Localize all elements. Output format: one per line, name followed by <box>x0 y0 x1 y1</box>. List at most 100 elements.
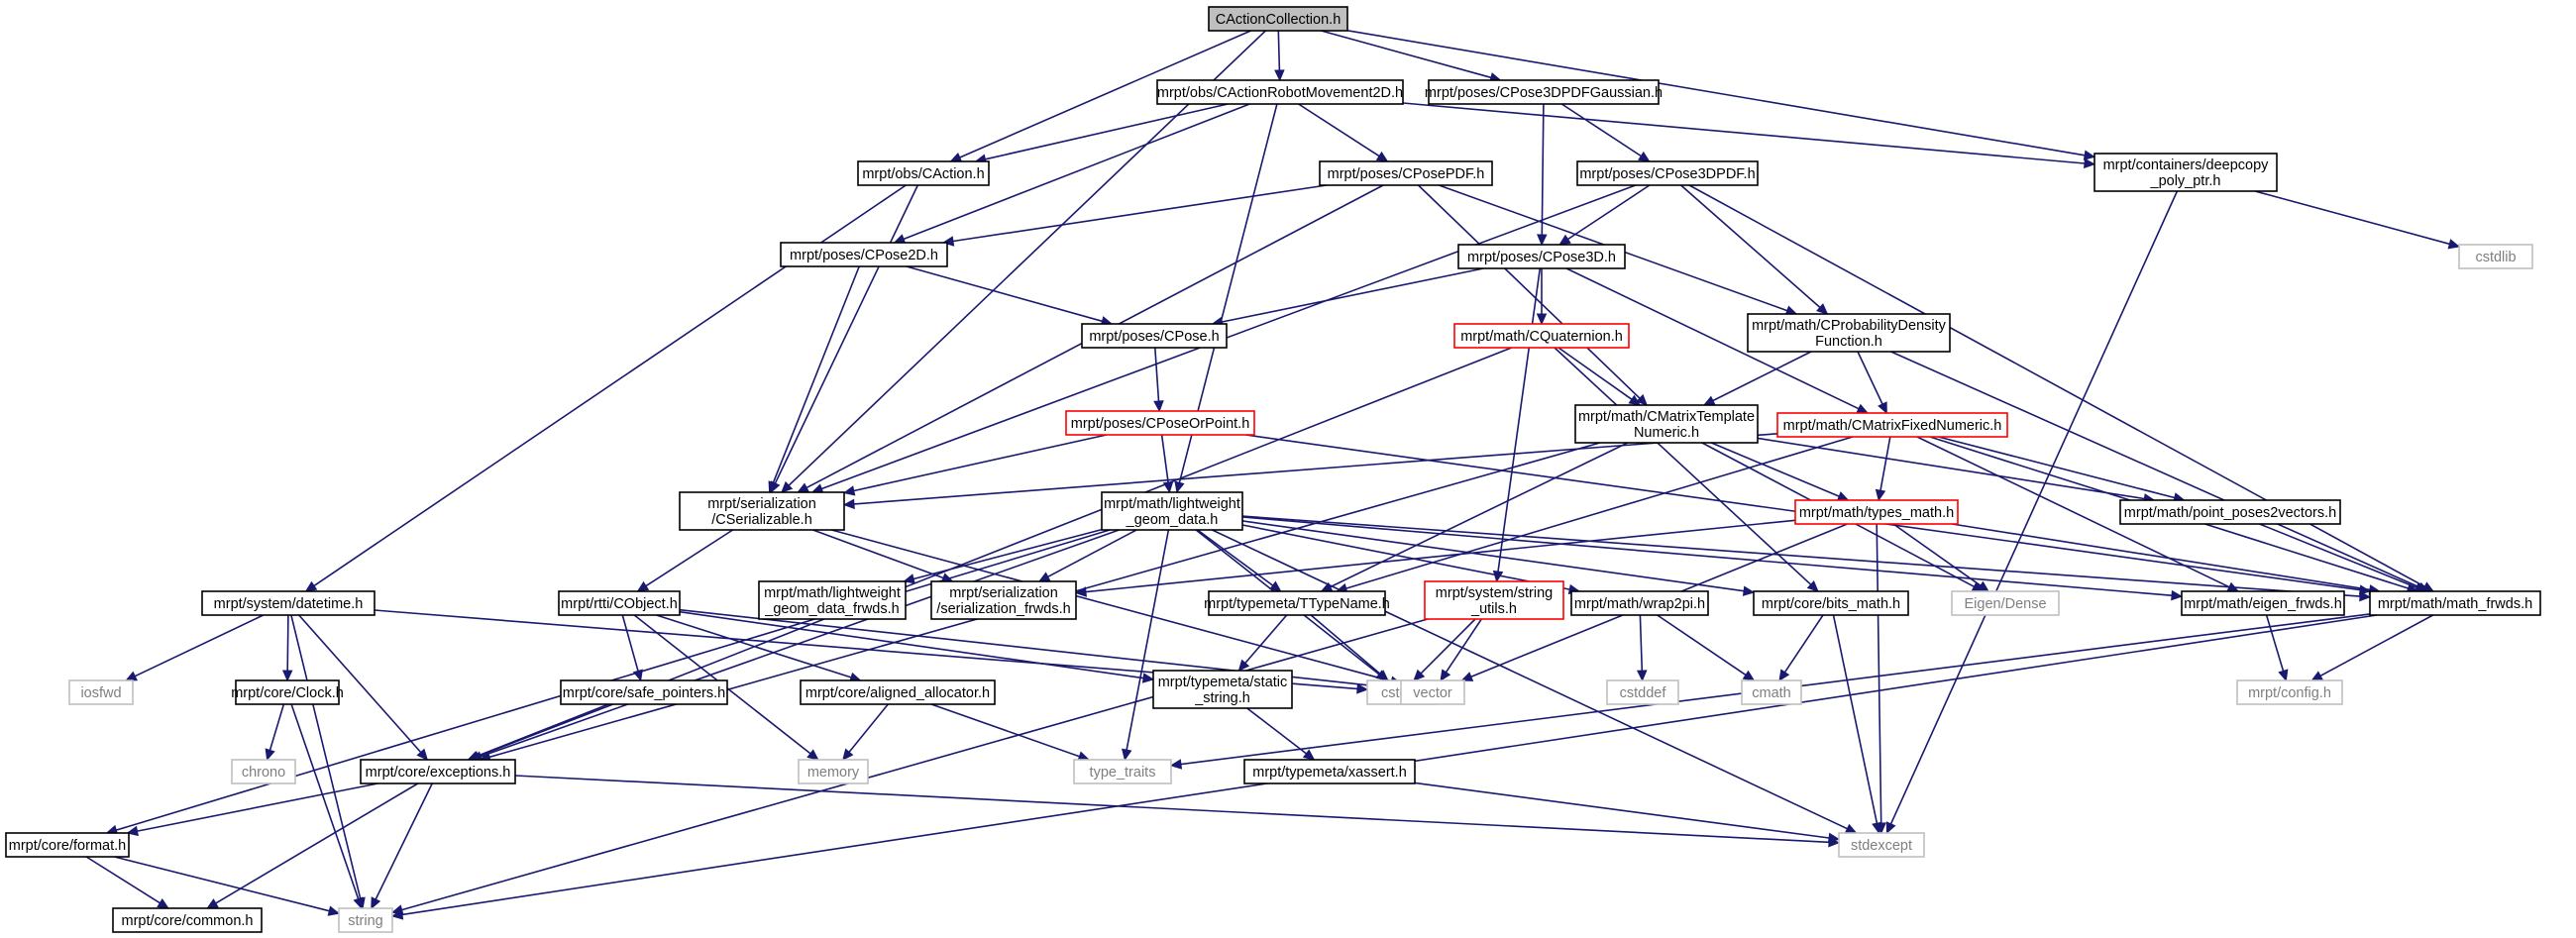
node-iosfwd[interactable]: iosfwd <box>68 679 134 705</box>
edge-arrowhead <box>1174 480 1185 494</box>
edge-line <box>480 529 1120 758</box>
edge-line <box>85 856 161 904</box>
edge-line <box>1346 30 2086 156</box>
node-label: cstdlib <box>2475 250 2516 265</box>
node-label: iosfwd <box>80 685 121 701</box>
edge-arrowhead <box>126 825 139 837</box>
node-mrptconfig[interactable]: mrpt/config.h <box>2236 679 2343 705</box>
node-pp2v[interactable]: mrpt/math/point_poses2vectors.h <box>2119 499 2341 525</box>
node-cmath[interactable]: cmath <box>1741 679 1802 705</box>
edge-alignedalloc-to-memory <box>842 703 889 761</box>
edge-strutils-to-vector <box>1440 618 1482 682</box>
edge-arrowhead <box>632 669 643 682</box>
node-mathfrwds[interactable]: mrpt/math/math_frwds.h <box>2369 590 2541 616</box>
edge-arrowhead <box>1977 580 1989 592</box>
node-safeptr[interactable]: mrpt/core/safe_pointers.h <box>560 679 728 705</box>
node-label: mrpt/typemeta/xassert.h <box>1252 765 1407 781</box>
edge-line <box>1241 515 2361 597</box>
node-box <box>5 832 130 858</box>
node-root[interactable]: CActionCollection.h <box>1208 6 1348 32</box>
node-box <box>201 590 376 616</box>
node-label: mrpt/obs/CActionRobotMovement2D.h <box>1157 85 1403 101</box>
node-ttypename[interactable]: mrpt/typemeta/TTypeName.h <box>1204 590 1390 616</box>
node-cstdlib[interactable]: cstdlib <box>2458 244 2533 269</box>
edge-root-to-cp3dgauss <box>1321 30 1502 83</box>
node-string[interactable]: string <box>338 907 393 933</box>
node-box <box>2458 244 2533 269</box>
node-common[interactable]: mrpt/core/common.h <box>112 907 263 933</box>
edge-arrowhead <box>1376 670 1389 681</box>
node-box <box>2236 679 2343 705</box>
node-eigenfrwds[interactable]: mrpt/math/eigen_frwds.h <box>2181 590 2345 616</box>
node-cobject[interactable]: mrpt/rtti/CObject.h <box>558 590 681 616</box>
node-strutils[interactable]: mrpt/system/string_utils.h <box>1424 580 1564 620</box>
node-serfrwds[interactable]: mrpt/serialization/serialization_frwds.h <box>930 580 1077 620</box>
node-caction[interactable]: mrpt/obs/CAction.h <box>857 160 990 186</box>
node-box <box>1081 323 1228 349</box>
edge-arrowhead <box>903 573 915 584</box>
edge-line <box>1246 707 1307 755</box>
edge-arrowhead <box>1875 488 1886 502</box>
node-eigendense[interactable]: Eigen/Dense <box>1951 590 2060 616</box>
node-lgdf[interactable]: mrpt/math/lightweight_geom_data_frwds.h <box>758 580 907 620</box>
node-label: mrpt/core/aligned_allocator.h <box>805 685 990 701</box>
edge-line <box>1712 351 1812 402</box>
edge-line <box>1047 529 1137 578</box>
edge-lgd-to-bitsmath <box>1241 520 1756 596</box>
node-typesmath[interactable]: mrpt/math/types_math.h <box>1794 499 1959 525</box>
edge-arrowhead <box>1413 669 1426 681</box>
node-cserial[interactable]: mrpt/serialization/CSerializable.h <box>679 491 845 531</box>
edge-line <box>1952 523 2371 591</box>
node-xassert[interactable]: mrpt/typemeta/xassert.h <box>1243 759 1416 784</box>
node-box <box>235 679 340 705</box>
node-carm2d[interactable]: mrpt/obs/CActionRobotMovement2D.h <box>1156 79 1404 105</box>
node-chrono[interactable]: chrono <box>231 759 296 784</box>
node-cpose3dpdf[interactable]: mrpt/poses/CPose3DPDF.h <box>1576 160 1759 186</box>
node-lgd[interactable]: mrpt/math/lightweight_geom_data.h <box>1101 491 1243 531</box>
node-exceptions[interactable]: mrpt/core/exceptions.h <box>360 759 516 784</box>
edge-line <box>1560 103 1642 157</box>
node-deepcopy[interactable]: mrpt/containers/deepcopy_poly_ptr.h <box>2093 153 2278 192</box>
node-cp3dgauss[interactable]: mrpt/poses/CPose3DPDFGaussian.h <box>1425 79 1663 105</box>
node-memory[interactable]: memory <box>798 759 869 784</box>
node-cpose2d[interactable]: mrpt/poses/CPose2D.h <box>780 242 948 267</box>
node-label: mrpt/typemeta/TTypeName.h <box>1204 596 1390 612</box>
node-cstddef[interactable]: cstddef <box>1606 679 1679 705</box>
node-staticstr[interactable]: mrpt/typemeta/static_string.h <box>1152 670 1293 709</box>
node-vector[interactable]: vector <box>1400 679 1465 705</box>
edge-arrowhead <box>1816 303 1829 315</box>
node-datetime[interactable]: mrpt/system/datetime.h <box>201 590 376 616</box>
node-box <box>231 759 296 784</box>
edge-arrowhead <box>1878 401 1887 415</box>
edge-wrap2pi-to-cstddef <box>1637 614 1648 682</box>
node-clock[interactable]: mrpt/core/Clock.h <box>231 679 344 705</box>
node-label: Eigen/Dense <box>1964 596 2046 612</box>
node-bitsmath[interactable]: mrpt/core/bits_math.h <box>1753 590 1909 616</box>
edge-typesmath-to-serfrwds <box>1074 519 1796 597</box>
node-cpose[interactable]: mrpt/poses/CPose.h <box>1081 323 1228 349</box>
edge-lgd-to-mathfrwds <box>1241 515 2372 602</box>
edge-line <box>1414 782 1830 839</box>
edge-line <box>774 184 919 484</box>
node-wrap2pi[interactable]: mrpt/math/wrap2pi.h <box>1570 590 1709 616</box>
edge-arrowhead <box>1237 659 1250 672</box>
node-alignedalloc[interactable]: mrpt/core/aligned_allocator.h <box>800 679 996 705</box>
node-cpose3d[interactable]: mrpt/poses/CPose3D.h <box>1457 244 1626 269</box>
node-cquat[interactable]: mrpt/math/CQuaternion.h <box>1453 323 1630 349</box>
node-label: mrpt/math/CMatrixTemplate <box>1578 409 1755 425</box>
node-cposeorpoint[interactable]: mrpt/poses/CPoseOrPoint.h <box>1065 410 1255 436</box>
node-stdexcept[interactable]: stdexcept <box>1838 832 1925 858</box>
node-cmfn[interactable]: mrpt/math/CMatrixFixedNumeric.h <box>1776 412 2008 438</box>
node-cposepdf[interactable]: mrpt/poses/CPosePDF.h <box>1319 160 1493 186</box>
node-format[interactable]: mrpt/core/format.h <box>5 832 130 858</box>
edge-ttypename-to-staticstr <box>1237 614 1288 672</box>
edge-arrowhead <box>1558 234 1571 246</box>
edge-line <box>1567 184 1651 241</box>
edge-arrowhead <box>2447 239 2461 250</box>
node-typetraits[interactable]: type_traits <box>1073 759 1172 784</box>
edge-wrap2pi-to-cmath <box>1657 614 1756 681</box>
node-box <box>560 679 728 705</box>
